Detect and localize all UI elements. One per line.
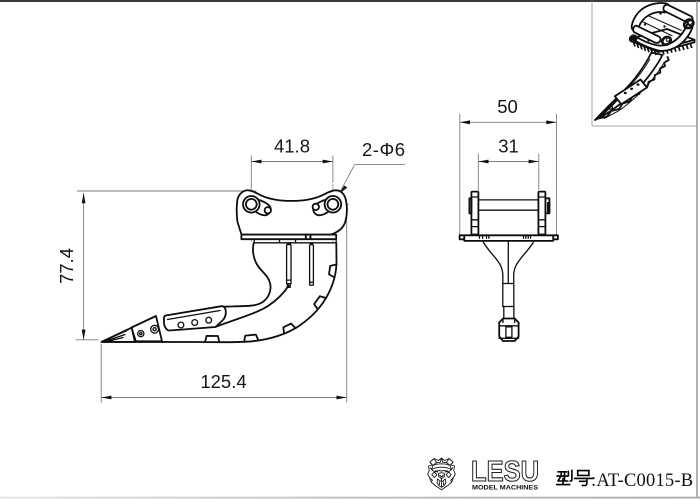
svg-text:2-Φ6: 2-Φ6 — [362, 139, 406, 160]
svg-text:MODEL MACHINES: MODEL MACHINES — [472, 485, 538, 492]
svg-text:125.4: 125.4 — [200, 371, 246, 392]
svg-text:41.8: 41.8 — [274, 136, 310, 157]
svg-text:LESU: LESU — [471, 456, 539, 488]
svg-text:77.4: 77.4 — [56, 248, 77, 284]
svg-text:31: 31 — [498, 136, 519, 157]
svg-text::AT-C0015-B: :AT-C0015-B — [591, 471, 693, 491]
svg-text:50: 50 — [497, 96, 518, 117]
